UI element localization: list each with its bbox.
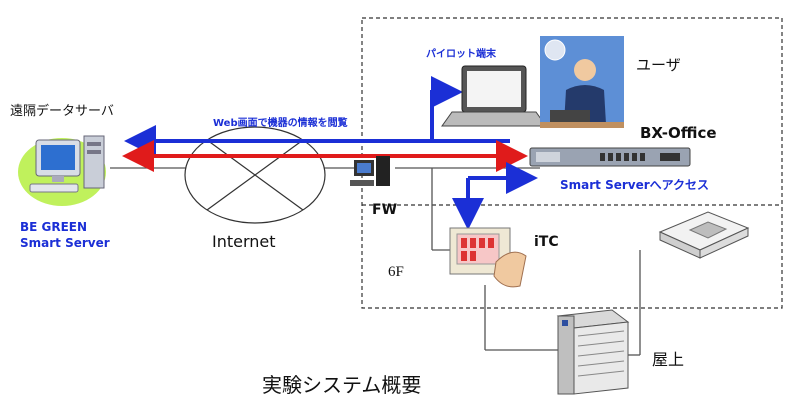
server-computer-icon [18,135,106,206]
firewall-pc-icon [350,156,390,186]
internet-label: Internet [212,232,276,251]
network-switch-icon [529,147,691,167]
pilot-terminal-arrow [430,76,463,141]
be-green-label-1: BE GREEN [20,220,88,234]
bx-office-label: BX-Office [640,124,717,142]
user-label: ユーザ [636,56,681,74]
smart-server-access-label: Smart Serverへアクセス [560,178,710,192]
pilot-terminal-label: パイロット端末 [426,49,496,60]
web-access-label: Web画面で機器の情報を閲覧 [213,118,348,129]
user-photo-icon [540,36,624,128]
be-green-label-2: Smart Server [20,236,110,250]
floor-6f-label: 6F [388,264,404,280]
remote-server-label: 遠隔データサーバ [10,104,114,119]
fw-label: FW [372,202,398,218]
cloud-network-icon [184,126,326,224]
rooftop-label: 屋上 [652,350,685,369]
laptop-icon [441,65,547,127]
ceiling-ac-icon [658,211,750,259]
itc-label: iTC [534,234,559,250]
diagram-caption: 実験システム概要 [262,373,422,397]
touch-panel-icon [449,227,527,288]
outdoor-ac-unit-icon [556,309,630,395]
